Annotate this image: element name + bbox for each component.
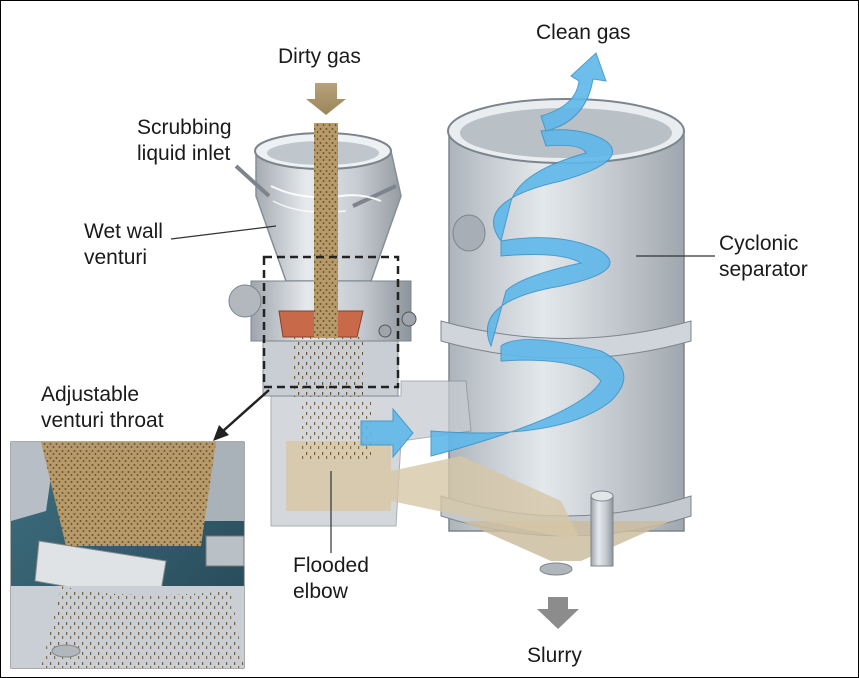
slurry-arrow	[537, 597, 579, 629]
label-clean-gas: Clean gas	[536, 21, 631, 44]
label-dirty-gas: Dirty gas	[278, 45, 361, 68]
venturi-throat-inset	[10, 441, 245, 669]
dirty-gas-arrow	[306, 83, 346, 115]
label-slurry: Slurry	[527, 644, 582, 667]
flooded-elbow	[270, 380, 581, 541]
zoom-pointer	[222, 389, 270, 432]
gas-flow-arrows	[360, 52, 625, 459]
dirty-gas-stream	[314, 123, 338, 338]
throat-zoom-box	[262, 255, 400, 389]
leader-lines	[170, 225, 715, 553]
